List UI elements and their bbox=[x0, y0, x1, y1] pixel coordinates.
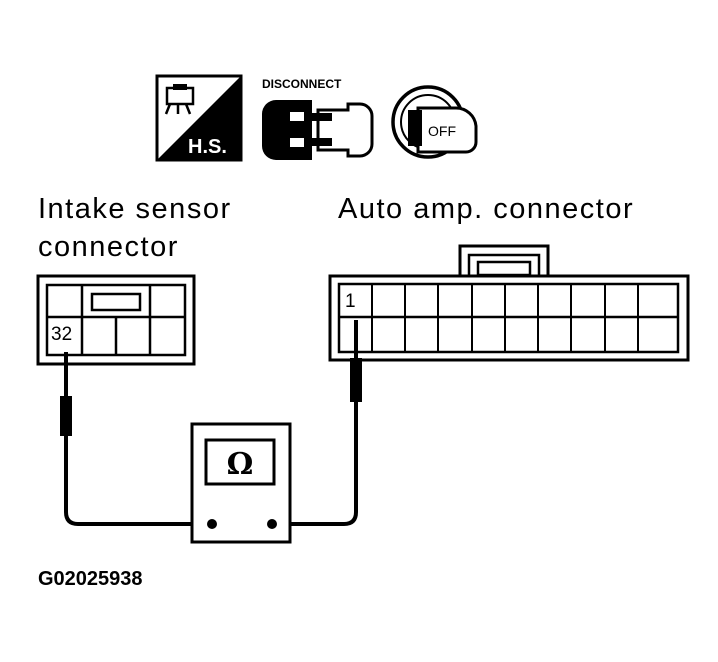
intake-sensor-connector: 32 bbox=[36, 274, 196, 366]
auto-amp-pin-label: 1 bbox=[345, 291, 356, 312]
hs-badge-label: H.S. bbox=[188, 136, 227, 158]
ohm-symbol-icon: Ω bbox=[227, 447, 254, 482]
auto-amp-connector: 1 bbox=[328, 244, 690, 362]
intake-connector-label-line2: connector bbox=[38, 231, 179, 263]
intake-pin-label: 32 bbox=[51, 324, 72, 345]
auto-amp-connector-label: Auto amp. connector bbox=[338, 193, 634, 225]
ignition-off-label: OFF bbox=[428, 123, 456, 139]
ohmmeter: Ω bbox=[190, 422, 292, 544]
hs-badge-icon: H.S. bbox=[155, 74, 243, 162]
right-probe bbox=[272, 320, 362, 526]
ignition-key-off-icon: OFF bbox=[391, 85, 478, 159]
left-probe bbox=[60, 352, 212, 526]
disconnect-label: DISCONNECT bbox=[262, 77, 342, 91]
intake-connector-label-line1: Intake sensor bbox=[38, 193, 232, 225]
disconnect-icon: DISCONNECT bbox=[262, 77, 374, 160]
figure-code: G02025938 bbox=[38, 568, 143, 590]
